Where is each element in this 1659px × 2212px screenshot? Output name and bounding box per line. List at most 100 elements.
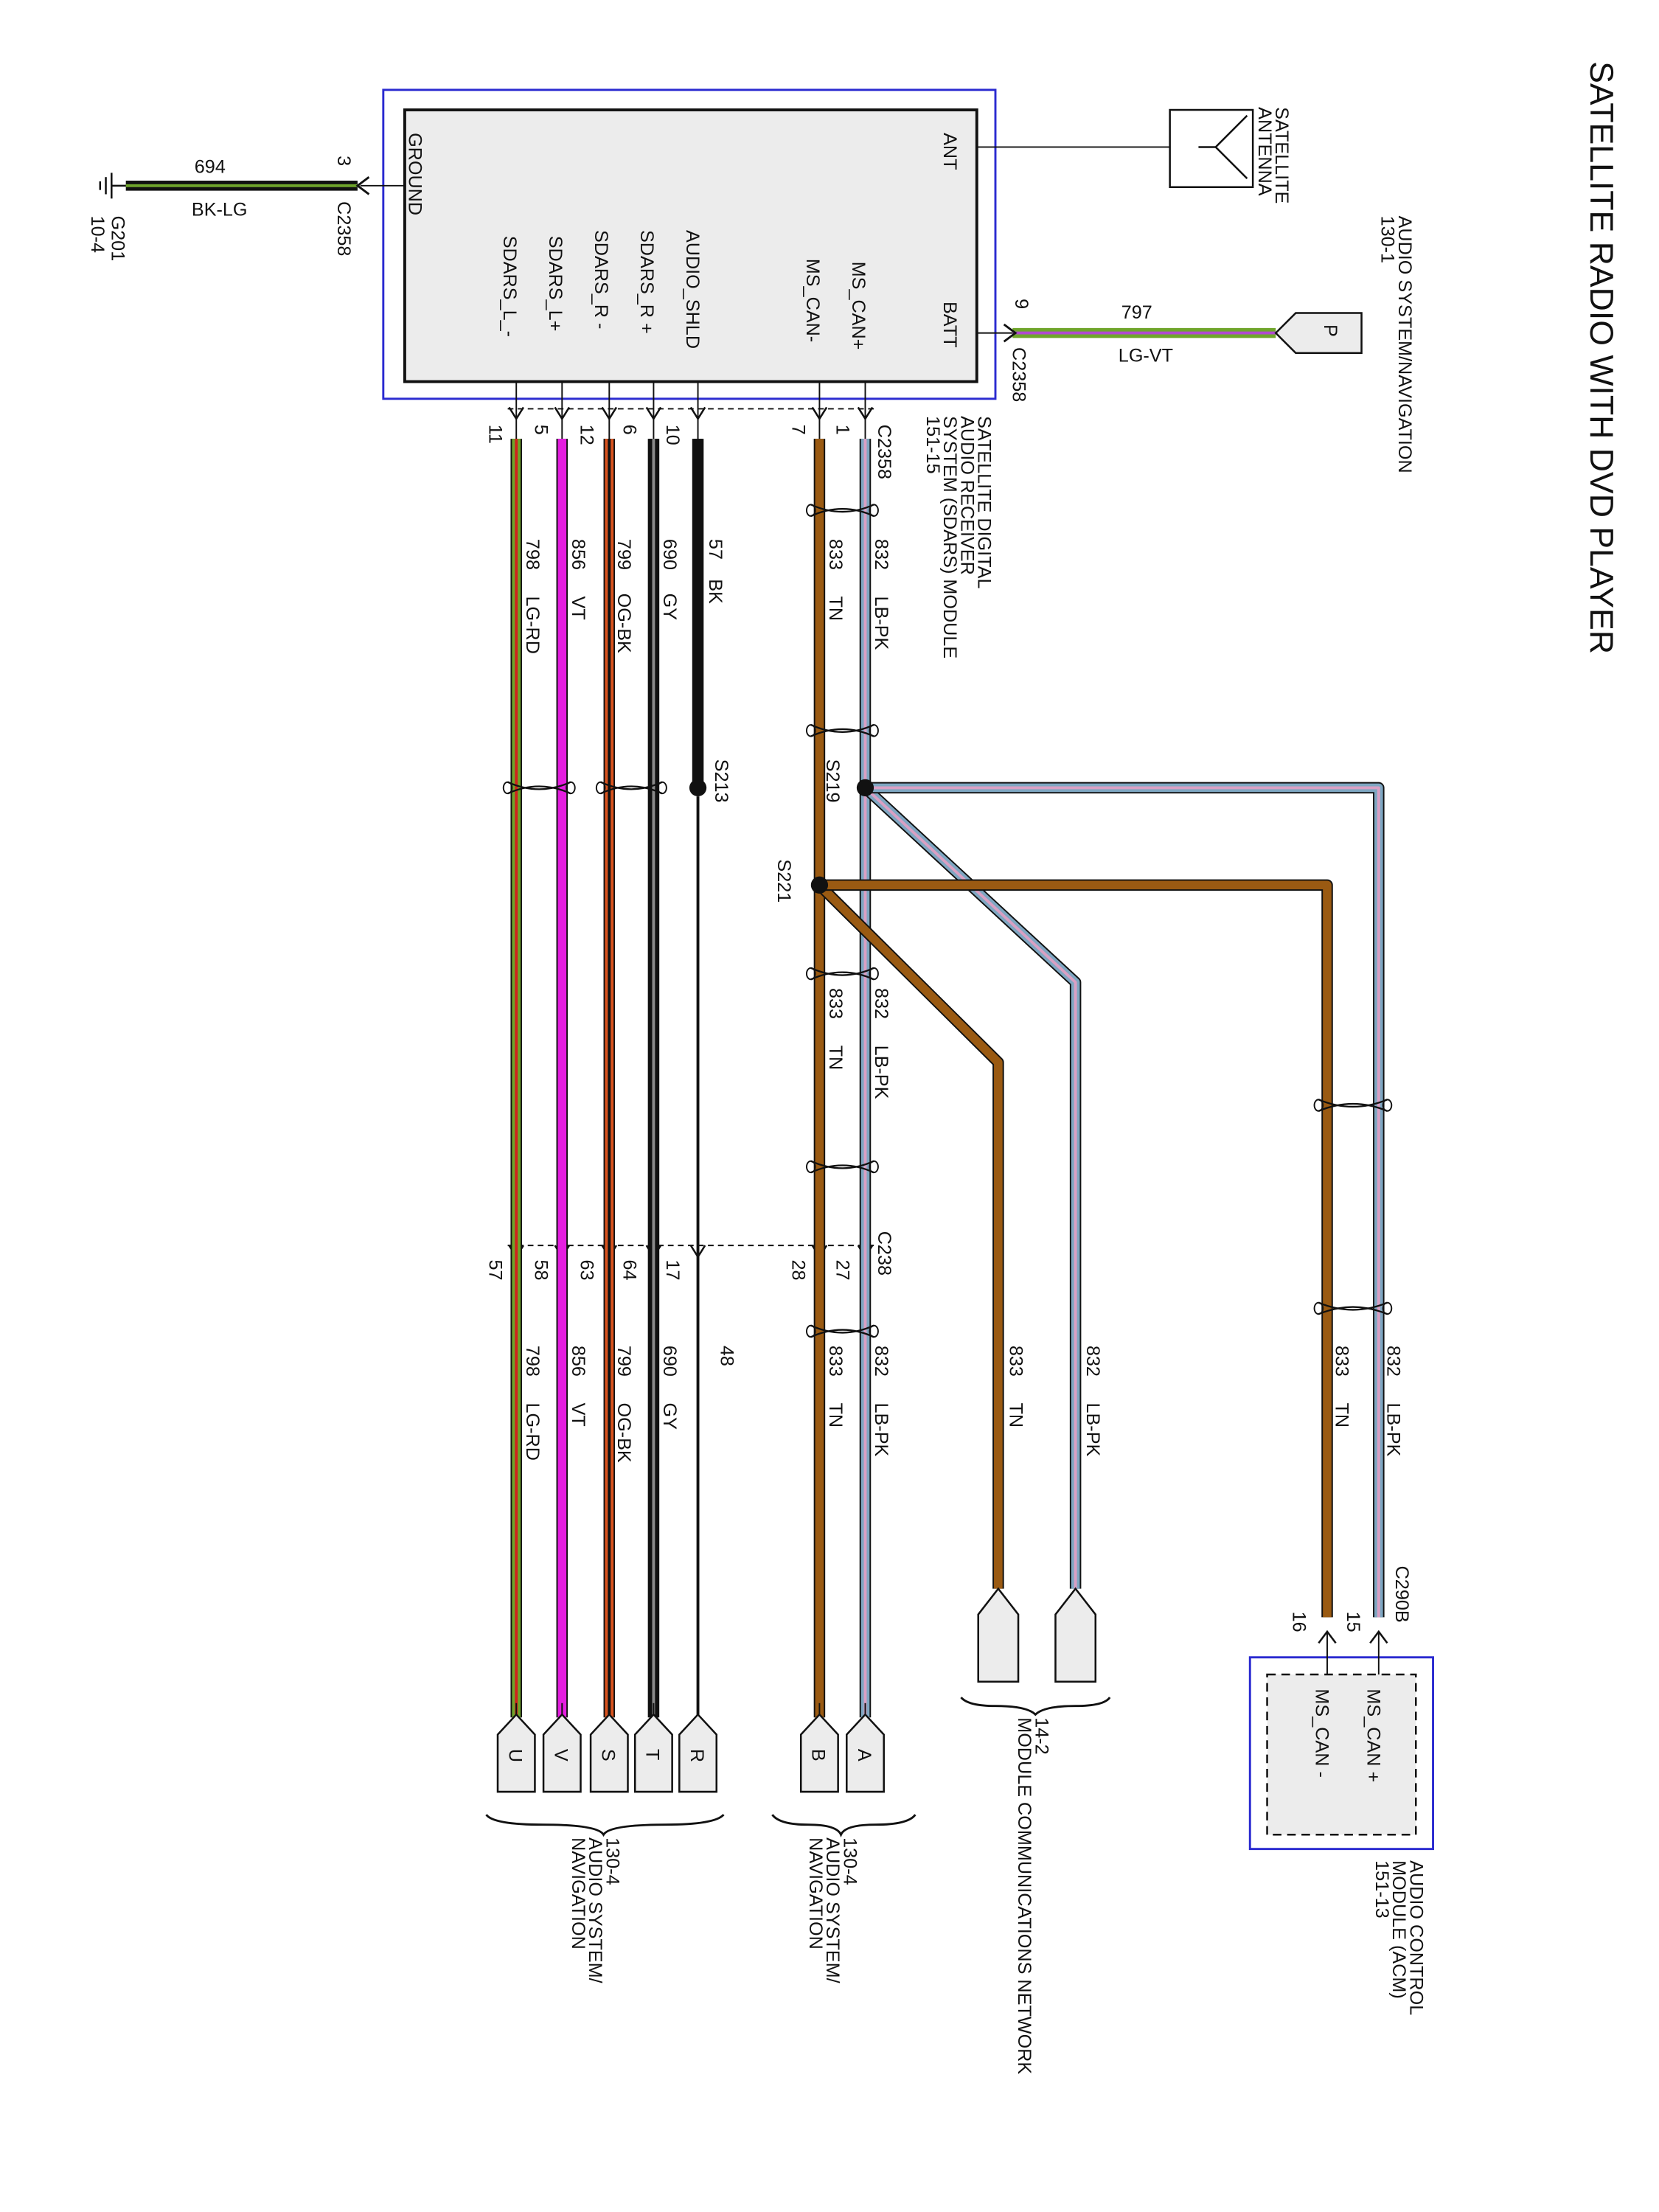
antenna-label-line-1: SATELLITE xyxy=(1271,107,1292,204)
ref-audio-nav-2-line-2: AUDIO SYSTEM/ xyxy=(822,1837,843,1983)
wire-labels-seg2: 832 LB-PK 833 TN xyxy=(825,988,891,1099)
acm-title: AUDIO CONTROL MODULE (ACM) 151-13 xyxy=(1371,1860,1427,2015)
wire-832-acm-outline xyxy=(865,782,1385,1618)
ref-mcn-line-1: 14-2 xyxy=(1031,1717,1051,1754)
wire-832-mcn-stripe xyxy=(864,787,1077,1589)
power-ref-line-1: AUDIO SYSTEM/NAVIGATION xyxy=(1394,216,1415,473)
acm-title-line-2: MODULE (ACM) xyxy=(1388,1860,1409,1999)
connector-c238-label: C238 xyxy=(874,1231,894,1276)
pin-arrow-top-2 xyxy=(689,406,706,421)
label-856-a: 856 xyxy=(568,539,588,570)
label-690-c: 690 xyxy=(659,1346,680,1377)
pin-arrow-top-6 xyxy=(508,406,524,421)
splice-s219 xyxy=(856,779,874,797)
twist-sdars-l xyxy=(502,781,576,795)
label-lbpk-a: LB-PK xyxy=(871,597,891,650)
label-bk: BK xyxy=(705,579,726,604)
connector-b: B xyxy=(799,1703,839,1793)
label-832-a: 832 xyxy=(871,539,891,570)
brace-audio-nav-1 xyxy=(485,1814,725,1837)
sdars-pin-batt: BATT xyxy=(939,302,960,348)
pin-top-11: 11 xyxy=(484,425,505,444)
label-lbpk-mcn: LB-PK xyxy=(1082,1402,1103,1456)
ground-symbol xyxy=(99,173,126,199)
connector-v: V xyxy=(542,1703,582,1793)
label-833-mcn: 833 xyxy=(1005,1346,1026,1377)
brace-mcn xyxy=(960,1697,1111,1717)
ref-audio-nav-1-line-1: 130-4 xyxy=(602,1837,622,1885)
label-ogbk-a: OG-BK xyxy=(613,594,634,653)
ref-audio-nav-1-line-2: AUDIO SYSTEM/ xyxy=(585,1837,605,1983)
connector-t: T xyxy=(633,1703,673,1793)
label-vt-a: VT xyxy=(568,597,588,620)
sdars-title-line-4: 151-15 xyxy=(922,416,943,473)
label-gy-c: GY xyxy=(659,1402,680,1430)
sdars-pin-sdars-r-m: SDARS_R - xyxy=(591,230,611,329)
ref-mcn: 14-2 MODULE COMMUNICATIONS NETWORK xyxy=(1014,1717,1051,2074)
mcn-connector-833 xyxy=(977,1587,1020,1683)
connector-s: S xyxy=(589,1703,629,1793)
twist-can-0 xyxy=(805,504,879,517)
splice-s213 xyxy=(689,779,707,797)
label-tn-acm: TN xyxy=(1332,1402,1352,1427)
label-798-a: 798 xyxy=(522,539,543,570)
connector-letter-u: U xyxy=(505,1749,526,1762)
pin-arrow-top-0 xyxy=(857,406,874,421)
brace-audio-nav-2 xyxy=(771,1814,917,1837)
diagram-title: SATELLITE RADIO WITH DVD PLAYER xyxy=(1583,61,1619,654)
twist-can-3 xyxy=(805,1160,879,1174)
label-lgrd-a: LG-RD xyxy=(522,597,543,654)
pin-top-1: 1 xyxy=(832,425,853,435)
pin-top-5: 5 xyxy=(530,425,551,435)
wire-833-acm xyxy=(819,880,1332,1618)
power-connector-letter: P xyxy=(1320,324,1340,337)
twist-layer xyxy=(502,504,1393,1338)
label-832-mcn: 832 xyxy=(1082,1346,1103,1377)
pin-mid-58: 58 xyxy=(530,1260,551,1281)
splice-s221 xyxy=(810,876,829,894)
label-690-a: 690 xyxy=(659,539,680,570)
wire-833-mcn xyxy=(816,882,1003,1589)
acm-title-line-3: 151-13 xyxy=(1371,1860,1392,1918)
pin-arrow-top-5 xyxy=(554,406,571,421)
batt-color: LG-VT xyxy=(1119,345,1173,366)
pin-arrow-top-3 xyxy=(645,406,662,421)
connector-letter-t: T xyxy=(642,1749,663,1760)
sdars-pin-audio-shld: AUDIO_SHLD xyxy=(682,230,703,349)
antenna-label-line-2: ANTENNA xyxy=(1254,107,1275,196)
ref-mcn-line-2: MODULE COMMUNICATIONS NETWORK xyxy=(1014,1717,1034,2074)
label-lbpk-acm: LB-PK xyxy=(1382,1402,1403,1456)
acm-pin-15: 15 xyxy=(1343,1612,1363,1632)
sdars-pin-sdars-r-p: SDARS_R + xyxy=(636,230,657,334)
ref-audio-nav-2-line-3: NAVIGATION xyxy=(805,1837,826,1950)
wire-832-acm-stripe xyxy=(865,786,1380,1618)
sdars-module xyxy=(403,108,978,383)
wire-832-acm xyxy=(865,783,1383,1618)
connector-letter-a: A xyxy=(854,1749,874,1761)
twist-sdars-r xyxy=(595,781,667,795)
label-gy-a: GY xyxy=(659,594,680,621)
sdars-pin-ant: ANT xyxy=(939,133,960,170)
acm-module xyxy=(1266,1673,1417,1836)
connector-letter-v: V xyxy=(551,1749,571,1761)
sdars-pin-ms-can-m: MS_CAN- xyxy=(802,259,823,342)
label-tn-c: TN xyxy=(825,1402,846,1427)
ground-page-ref: 10-4 xyxy=(87,216,108,253)
sdars-module-outline xyxy=(382,88,997,400)
label-lgrd-c: LG-RD xyxy=(522,1402,543,1460)
connector-letter-r: R xyxy=(686,1749,707,1762)
label-856-c: 856 xyxy=(568,1346,588,1377)
acm-pin-16: 16 xyxy=(1288,1612,1309,1632)
connector-a: A xyxy=(846,1703,885,1793)
batt-connector: C2358 xyxy=(1008,347,1029,402)
pin-mid-17: 17 xyxy=(662,1260,683,1281)
ground-color: BK-LG xyxy=(192,200,248,220)
sdars-pin-sdars-l-p: SDARS_L+ xyxy=(545,236,566,332)
label-57: 57 xyxy=(705,539,726,560)
pin-mid-28: 28 xyxy=(788,1260,809,1281)
label-833-b: 833 xyxy=(825,988,846,1019)
acm-module-outline xyxy=(1248,1656,1434,1851)
wire-833-mcn-outline xyxy=(815,880,1004,1589)
pin-mid-48: 48 xyxy=(717,1346,737,1366)
label-833-a: 833 xyxy=(825,539,846,570)
